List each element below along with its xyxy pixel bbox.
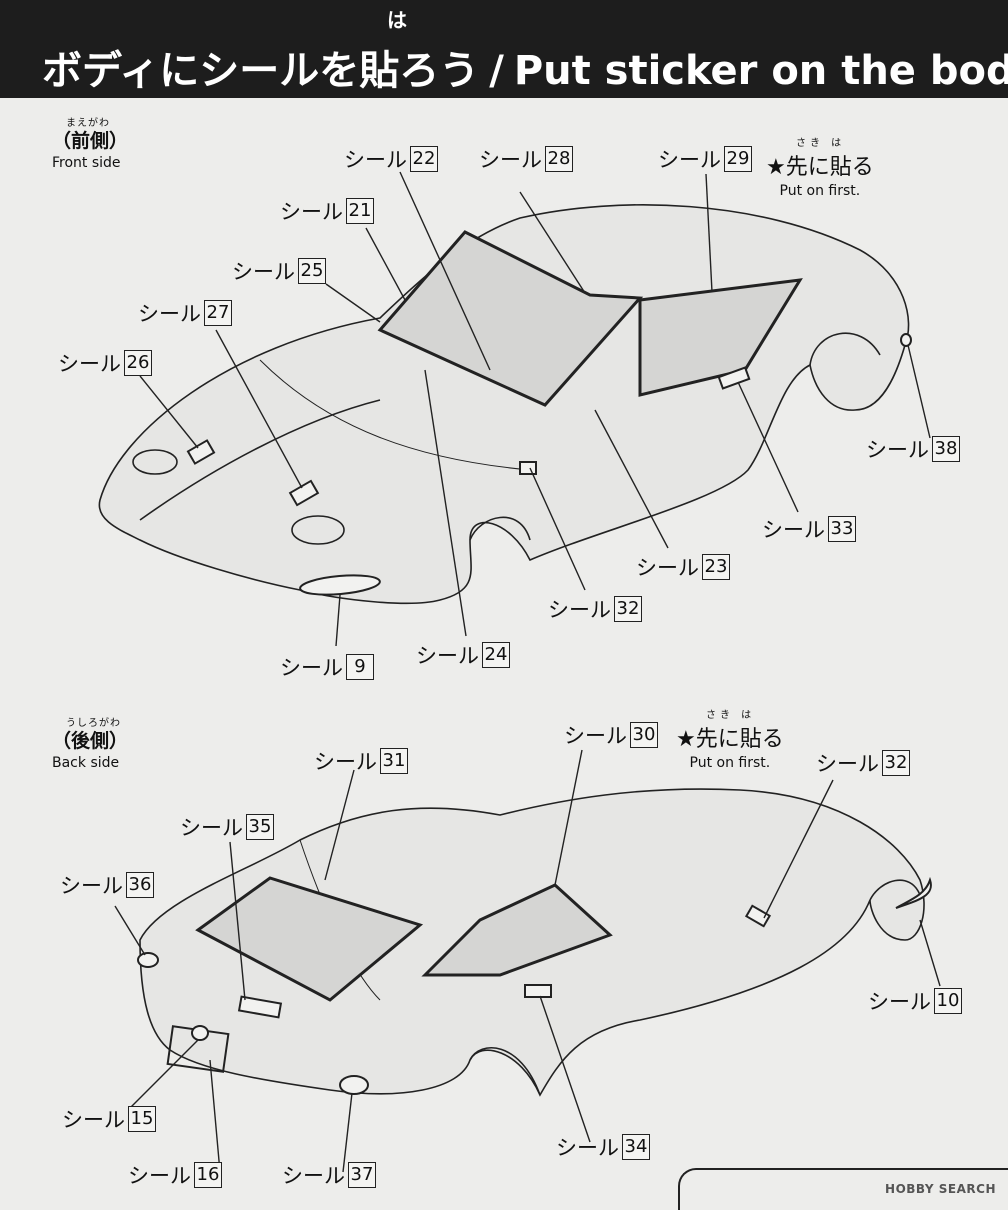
sticker-word: シール bbox=[180, 816, 243, 840]
sticker-word: シール bbox=[762, 518, 825, 542]
sticker-word: シール bbox=[58, 352, 121, 376]
sticker-number: 23 bbox=[702, 554, 730, 580]
sticker-number: 31 bbox=[380, 748, 408, 774]
back-label-jp: （後側） bbox=[52, 730, 129, 752]
next-panel-corner bbox=[678, 1168, 1008, 1210]
sticker-word: シール bbox=[868, 990, 931, 1014]
sticker-number: 36 bbox=[126, 872, 154, 898]
sticker-word: シール bbox=[232, 260, 295, 284]
back-put-on-en: Put on first. bbox=[689, 755, 771, 771]
back-put-on-first-note: さき は ★先に貼る Put on first. bbox=[676, 706, 784, 771]
front-put-on-jp: ★先に貼る bbox=[766, 155, 874, 180]
sticker-number: 27 bbox=[204, 300, 232, 326]
back-label-en: Back side bbox=[52, 754, 120, 771]
sticker-word: シール bbox=[479, 148, 542, 172]
sticker-number: 26 bbox=[124, 350, 152, 376]
sticker-word: シール bbox=[62, 1108, 125, 1132]
assembly-illustration bbox=[98, 171, 941, 1173]
sticker-word: シール bbox=[280, 200, 343, 224]
sticker-word: シール bbox=[280, 656, 343, 680]
sticker-number: 24 bbox=[482, 642, 510, 668]
sticker-number: 32 bbox=[614, 596, 642, 622]
sticker-number: 15 bbox=[128, 1106, 156, 1132]
sticker-word: シール bbox=[816, 752, 879, 776]
front-windows bbox=[377, 230, 803, 407]
sticker-word: シール bbox=[282, 1164, 345, 1188]
sticker-number: 22 bbox=[410, 146, 438, 172]
sticker-number: 38 bbox=[932, 436, 960, 462]
title-bar: は ボディにシールを貼ろう/Put sticker on the body. bbox=[0, 0, 1008, 98]
sticker-number: 32 bbox=[882, 750, 910, 776]
sticker-number: 10 bbox=[934, 988, 962, 1014]
title-japanese: ボディにシールを貼ろう bbox=[42, 48, 480, 94]
sticker-number: 25 bbox=[298, 258, 326, 284]
sticker-number: 29 bbox=[724, 146, 752, 172]
sticker-number: 21 bbox=[346, 198, 374, 224]
sticker-word: シール bbox=[416, 644, 479, 668]
front-leader-lines bbox=[139, 171, 931, 647]
sticker-word: シール bbox=[564, 724, 627, 748]
front-ruby: まえがわ bbox=[66, 118, 110, 129]
back-side-heading: うしろがわ （後側） Back side bbox=[52, 718, 128, 772]
back-small-stickers bbox=[137, 876, 932, 1095]
sticker-number: 16 bbox=[194, 1162, 222, 1188]
sticker-number: 33 bbox=[828, 516, 856, 542]
back-put-on-jp: ★先に貼る bbox=[676, 727, 784, 752]
sticker-word: シール bbox=[556, 1136, 619, 1160]
watermark: HOBBY SEARCH bbox=[885, 1182, 996, 1196]
title-ruby: は bbox=[387, 8, 407, 32]
sticker-number: 28 bbox=[545, 146, 573, 172]
front-side-heading: まえがわ （前側） Front side bbox=[52, 118, 128, 172]
back-windows bbox=[195, 876, 613, 1002]
back-leader-lines bbox=[114, 749, 941, 1173]
front-put-on-first-note: さき は ★先に貼る Put on first. bbox=[766, 134, 874, 199]
back-put-on-ruby: さき は bbox=[706, 710, 756, 721]
sticker-number: 37 bbox=[348, 1162, 376, 1188]
sticker-word: シール bbox=[314, 750, 377, 774]
sticker-word: シール bbox=[866, 438, 929, 462]
sticker-word: シール bbox=[548, 598, 611, 622]
sticker-word: シール bbox=[344, 148, 407, 172]
front-label-en: Front side bbox=[52, 154, 121, 171]
sticker-word: シール bbox=[636, 556, 699, 580]
sticker-number: 30 bbox=[630, 722, 658, 748]
front-label-jp: （前側） bbox=[52, 130, 129, 152]
title-separator: / bbox=[489, 48, 504, 94]
sticker-word: シール bbox=[128, 1164, 191, 1188]
front-put-on-en: Put on first. bbox=[779, 183, 861, 199]
sticker-word: シール bbox=[60, 874, 123, 898]
sticker-word: シール bbox=[658, 148, 721, 172]
title-english: Put sticker on the body. bbox=[513, 48, 1008, 94]
page-title: ボディにシールを貼ろう/Put sticker on the body. bbox=[42, 38, 1008, 96]
sticker-number: 35 bbox=[246, 814, 274, 840]
sticker-number: 34 bbox=[622, 1134, 650, 1160]
sticker-number: 9 bbox=[346, 654, 374, 680]
back-ruby: うしろがわ bbox=[66, 718, 121, 729]
front-put-on-ruby: さき は bbox=[796, 138, 846, 149]
sticker-word: シール bbox=[138, 302, 201, 326]
